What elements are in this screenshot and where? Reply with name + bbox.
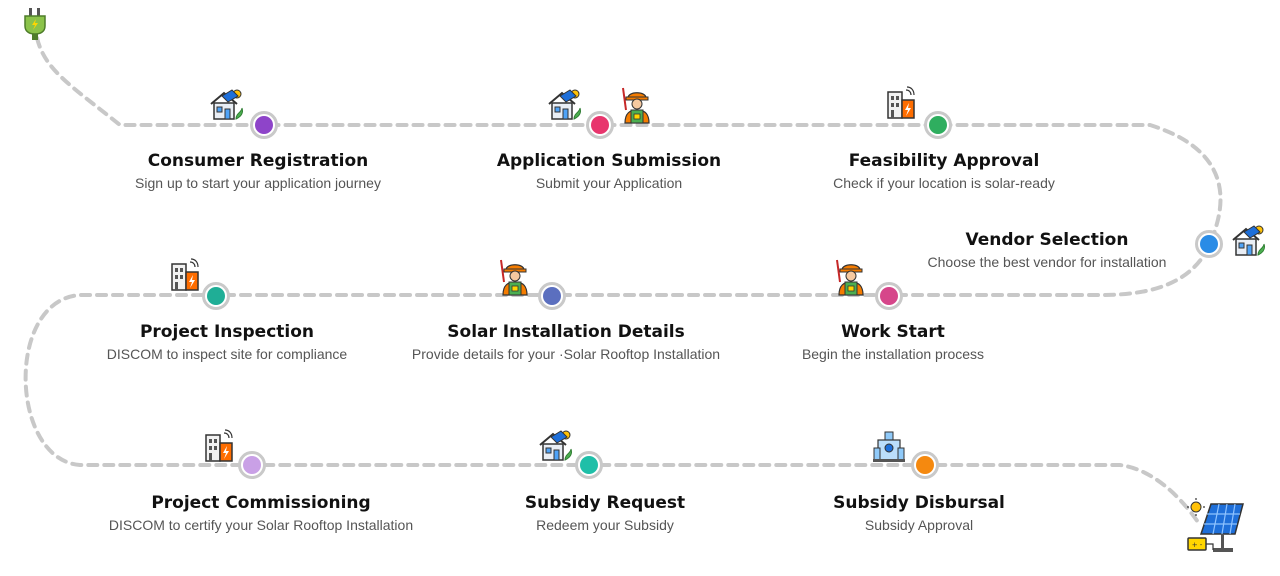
solar-panel-icon: + - bbox=[1187, 498, 1244, 552]
house-solar-icon bbox=[1230, 224, 1268, 262]
plug-icon bbox=[24, 8, 46, 40]
step-description: Provide details for your ·Solar Rooftop … bbox=[411, 346, 721, 362]
consumer-registration-node[interactable] bbox=[250, 111, 278, 139]
step-title: Feasibility Approval bbox=[848, 151, 1040, 171]
step-description: DISCOM to inspect site for compliance bbox=[106, 346, 348, 362]
step-title: Subsidy Request bbox=[524, 493, 686, 513]
step-title: Subsidy Disbursal bbox=[833, 493, 1005, 513]
house-solar-icon bbox=[208, 88, 246, 126]
step-title: Project Commissioning bbox=[151, 493, 371, 513]
step-description: Choose the best vendor for installation bbox=[927, 254, 1167, 270]
worker-icon bbox=[834, 258, 868, 300]
feasibility-approval-node[interactable] bbox=[924, 111, 952, 139]
feasibility-approval-node-fill bbox=[929, 116, 947, 134]
worker-icon bbox=[620, 86, 654, 128]
step-title: Vendor Selection bbox=[965, 230, 1129, 250]
application-submission-node[interactable] bbox=[586, 111, 614, 139]
step-title: Consumer Registration bbox=[147, 151, 369, 171]
step-description: Subsidy Approval bbox=[864, 517, 974, 533]
consumer-registration-node-fill bbox=[255, 116, 273, 134]
project-commissioning-node[interactable] bbox=[238, 451, 266, 479]
worker-icon bbox=[498, 258, 532, 300]
solar-installation-details-node[interactable] bbox=[538, 282, 566, 310]
step-description: Redeem your Subsidy bbox=[536, 517, 674, 533]
bank-building-icon bbox=[872, 429, 906, 467]
dashed-route bbox=[23, 36, 1223, 527]
step-description: DISCOM to certify your Solar Rooftop Ins… bbox=[108, 517, 414, 533]
step-description: Begin the installation process bbox=[801, 346, 985, 362]
project-inspection-node[interactable] bbox=[202, 282, 230, 310]
vendor-selection-node[interactable] bbox=[1195, 230, 1223, 258]
solar-installation-details-node-fill bbox=[543, 287, 561, 305]
step-title: Work Start bbox=[841, 322, 945, 342]
vendor-selection-node-fill bbox=[1200, 235, 1218, 253]
house-solar-icon bbox=[546, 88, 584, 126]
project-commissioning-node-fill bbox=[243, 456, 261, 474]
step-description: Check if your location is solar-ready bbox=[833, 175, 1055, 191]
building-energy-icon bbox=[170, 258, 200, 296]
work-start-node-fill bbox=[880, 287, 898, 305]
subsidy-request-node-fill bbox=[580, 456, 598, 474]
application-submission-node-fill bbox=[591, 116, 609, 134]
step-title: Solar Installation Details bbox=[447, 322, 685, 342]
house-solar-icon bbox=[537, 429, 575, 467]
svg-text:+ -: + - bbox=[1192, 541, 1203, 549]
project-inspection-node-fill bbox=[207, 287, 225, 305]
work-start-node[interactable] bbox=[875, 282, 903, 310]
step-description: Sign up to start your application journe… bbox=[135, 175, 381, 191]
subsidy-request-node[interactable] bbox=[575, 451, 603, 479]
step-title: Application Submission bbox=[496, 151, 722, 171]
subsidy-disbursal-node-fill bbox=[916, 456, 934, 474]
step-title: Project Inspection bbox=[139, 322, 315, 342]
building-energy-icon bbox=[204, 429, 234, 467]
building-energy-icon bbox=[886, 86, 916, 124]
subsidy-disbursal-node[interactable] bbox=[911, 451, 939, 479]
step-description: Submit your Application bbox=[535, 175, 683, 191]
